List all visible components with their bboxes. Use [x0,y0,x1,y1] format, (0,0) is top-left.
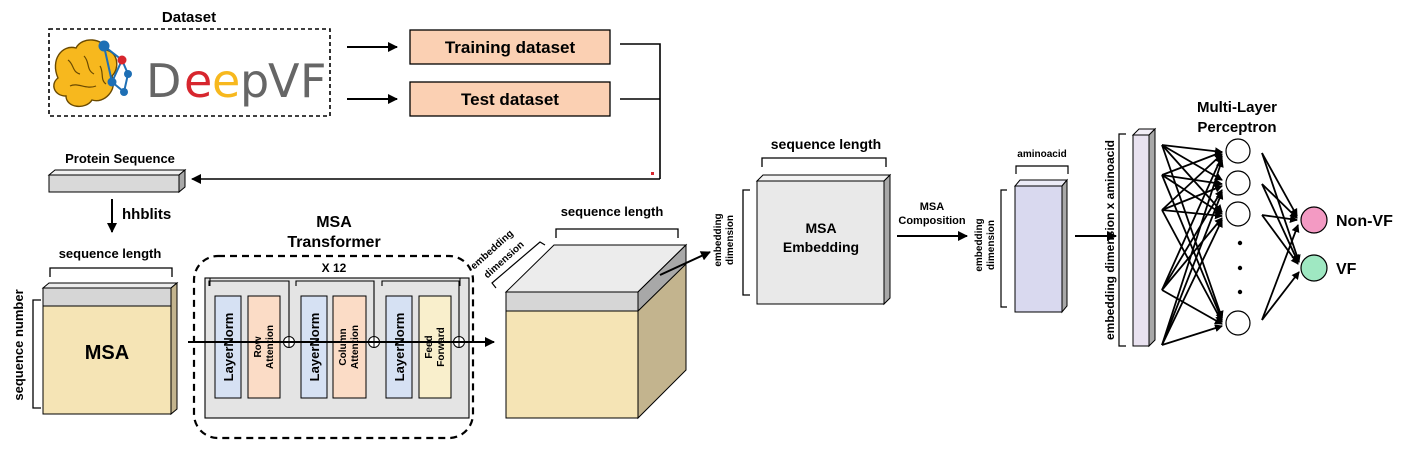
feed-forward-line1: Feed [424,335,435,358]
mlp-connections-out [1261,152,1301,321]
logo-letter-d: D [146,54,181,108]
composition-block [1013,178,1069,314]
hidden-node [1225,310,1251,336]
non-vf-label: Non-VF [1336,213,1393,230]
logo-wordmark: D e e p V F [146,54,326,108]
ellipsis-dot [1237,289,1243,295]
embedding-label-line1: MSA [805,220,836,236]
row-attention-block [247,295,281,399]
hidden-node [1225,138,1251,164]
feed-forward-line2: Forward [436,327,447,366]
training-dataset-box [409,29,611,65]
composition-label-line1: MSA [920,201,945,213]
test-dataset-box [409,81,611,117]
mlp-title-line2: Perceptron [1197,119,1276,136]
composition-label-line2: Composition [898,215,965,227]
embedding-dim-line1: embedding [713,213,724,266]
test-dataset-label: Test dataset [461,90,559,109]
training-dataset-label: Training dataset [445,38,576,57]
protein-sequence-bar [47,168,187,194]
row-attention-line2: Attention [265,325,276,369]
transformer-dashed-frame [192,254,475,440]
embedding-length-bracket [761,157,887,167]
row-attention-line1: Row [253,336,264,357]
aminoacid-label: aminoacid [1017,149,1066,160]
composition-dim-bracket [1000,189,1007,308]
flat-vector-bar [1131,127,1157,348]
cube-sequence-length-label: sequence length [561,204,664,219]
logo-letter-e2: e [212,54,240,108]
layernorm-2 [300,295,328,399]
transformer-repeat-label: X 12 [322,261,347,275]
cube-length-bracket [555,228,679,238]
logo-letter-p: p [240,54,269,108]
column-attention-line1: Column [338,328,349,365]
flat-vector-label: embedding dimension x aminoacid [1103,140,1117,340]
transformer-title-line2: Transformer [287,234,380,251]
msa-length-bracket [49,267,173,277]
logo-letter-e1: e [184,54,212,108]
dataset-title: Dataset [162,9,216,26]
composition-dim-line1: embedding [974,218,985,271]
logo-letter-f: F [300,54,326,108]
logo-letter-v: V [268,54,300,108]
msa-sequence-length-label: sequence length [59,246,162,261]
column-attention-block [332,295,367,399]
hhblits-label: hhblits [122,206,171,223]
protein-sequence-title: Protein Sequence [65,151,175,166]
mlp-connections-in [1161,144,1224,346]
vf-label: VF [1336,261,1357,278]
output-cube [504,243,688,420]
msa-embedding-block [755,173,892,306]
hidden-node [1225,170,1251,196]
embedding-sequence-length-label: sequence length [771,136,881,152]
embedding-dim-line2: dimension [725,215,736,265]
feed-forward-block [418,295,452,399]
hidden-layer [1225,138,1251,336]
embedding-label-line2: Embedding [783,239,859,255]
layernorm-1-label: LayerNorm [221,313,236,382]
embedding-dim-bracket [742,189,750,296]
composition-dim-line2: dimension [986,220,997,270]
vf-output-node [1300,254,1328,282]
ellipsis-dot [1237,240,1243,246]
msa-sequence-number-label: sequence number [11,289,26,400]
aminoacid-bracket [1015,165,1069,174]
column-attention-line2: Attention [350,325,361,369]
transformer-title-line1: MSA [316,214,352,231]
ellipsis-dot [1237,265,1243,271]
brain-icon [53,39,118,107]
flat-vector-bracket [1118,133,1126,347]
deepvf-logo: D e e p V F [53,39,326,108]
layernorm-3-label: LayerNorm [392,313,407,382]
non-vf-output-node [1300,206,1328,234]
connector-training [620,43,661,179]
layernorm-1 [214,295,242,399]
layernorm-3 [385,295,413,399]
msa-block [41,281,179,416]
mlp-title-line1: Multi-Layer [1197,99,1277,116]
layernorm-2-label: LayerNorm [307,313,322,382]
hidden-node [1225,201,1251,227]
arrow-to-embedding [659,251,711,276]
msa-label: MSA [85,342,129,364]
msa-number-bracket [32,299,41,409]
